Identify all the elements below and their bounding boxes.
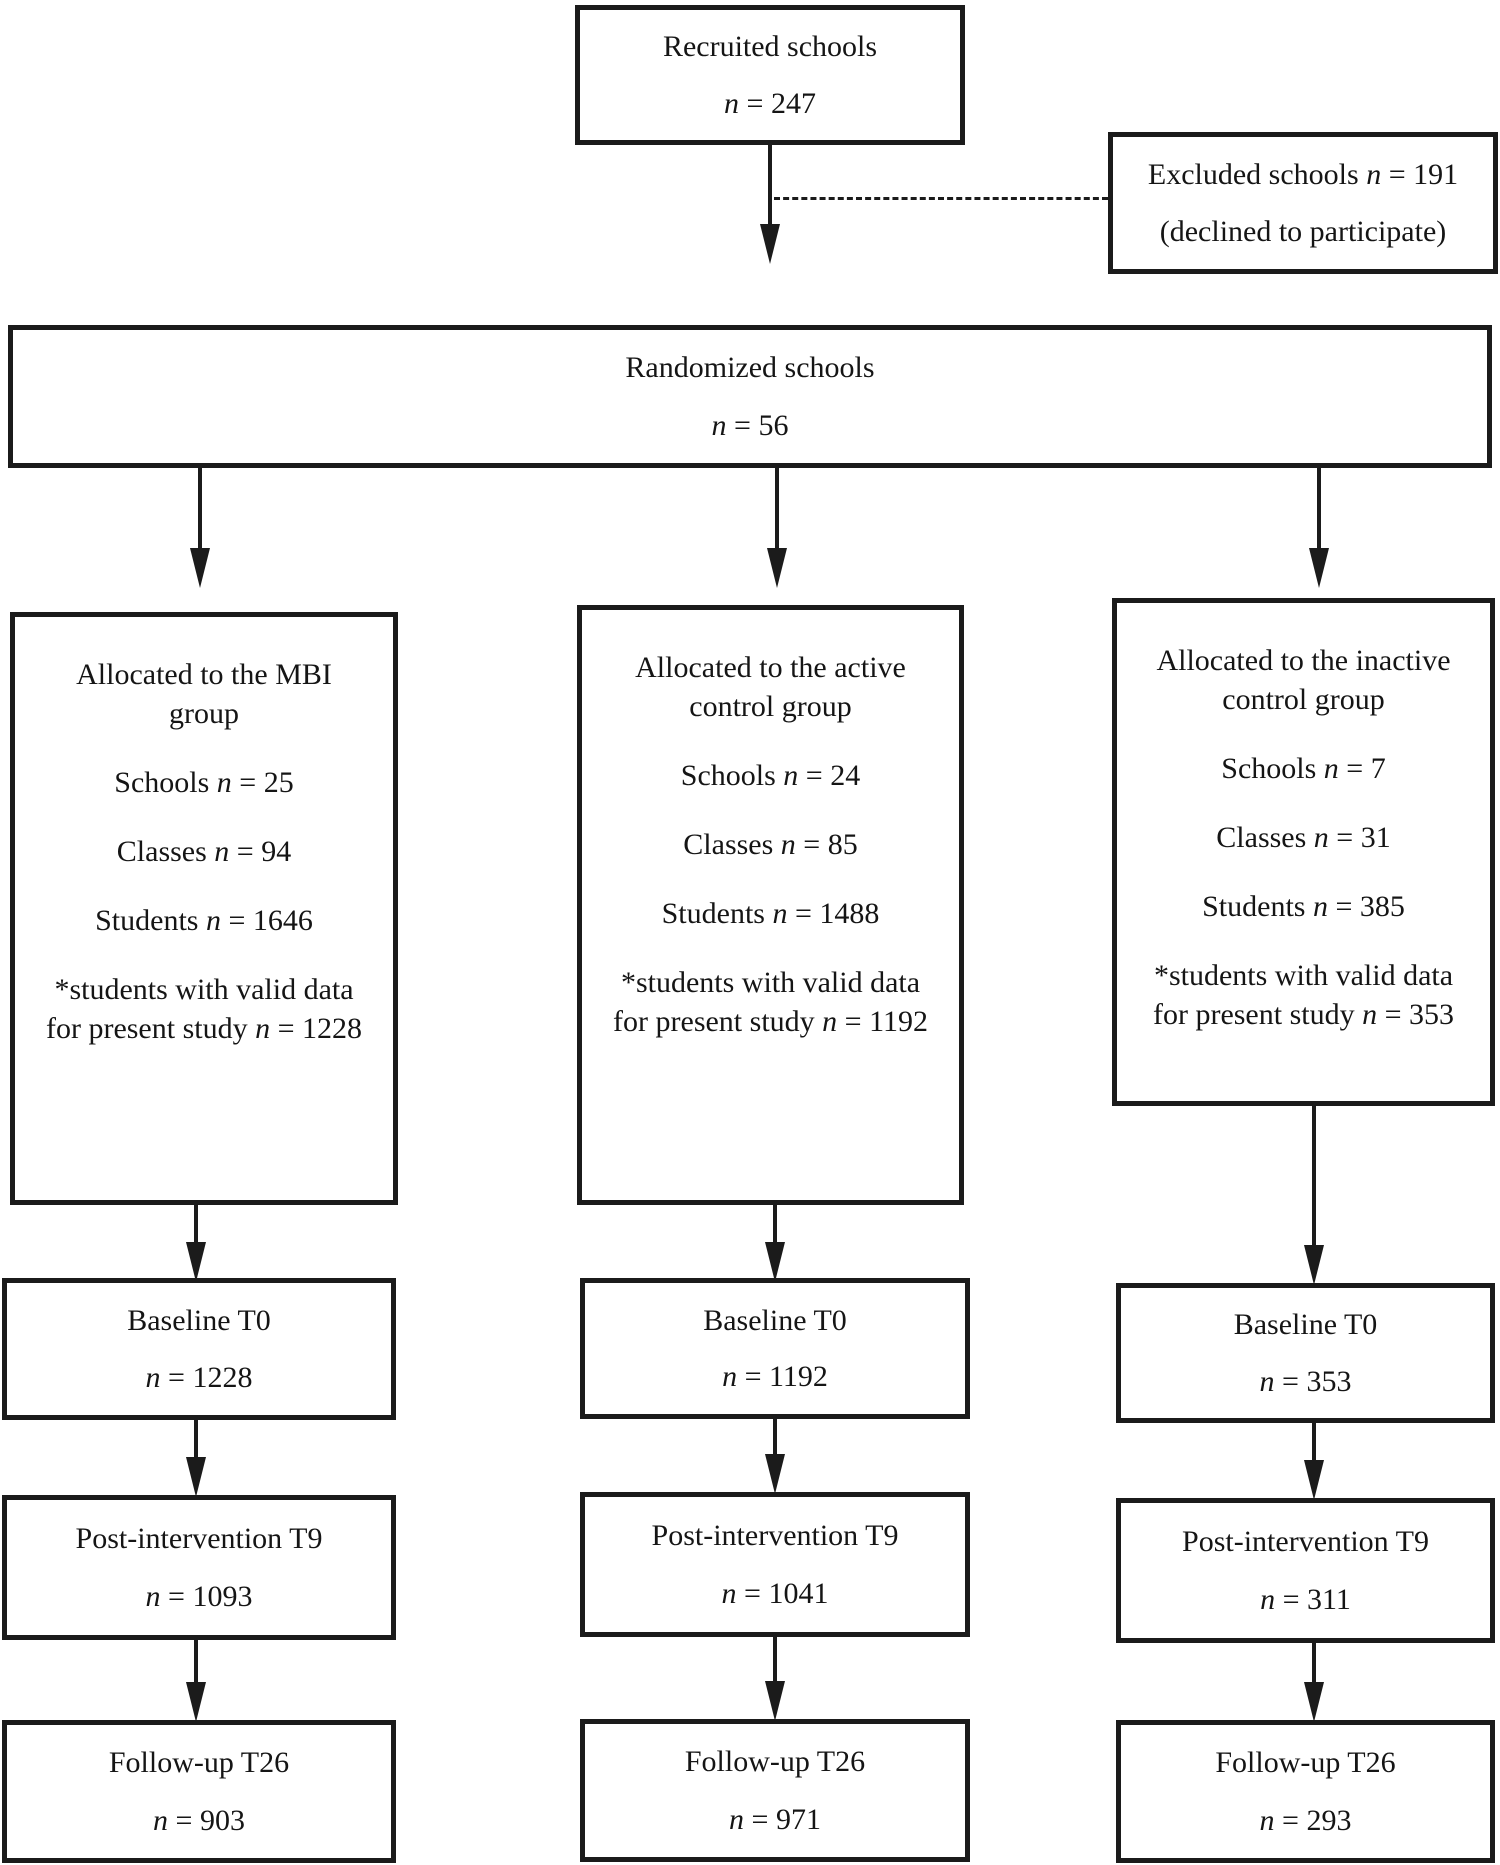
baseline-label: Baseline T0 bbox=[703, 1303, 847, 1337]
post-box-inactive-control: Post-intervention T9 n = 311 bbox=[1116, 1498, 1495, 1643]
baseline-box-inactive-control: Baseline T0 n = 353 bbox=[1116, 1283, 1495, 1423]
followup-label: Follow-up T26 bbox=[684, 1745, 866, 1779]
excluded-label: Excluded schools n = 191 bbox=[1147, 158, 1459, 191]
followup-label: Follow-up T26 bbox=[1215, 1746, 1396, 1780]
arrow-recruited-line bbox=[768, 145, 772, 225]
arrow-alloc-baseline-right-line bbox=[1312, 1106, 1316, 1246]
allocation-classes: Classes n = 31 bbox=[1216, 821, 1391, 854]
allocation-title: Allocated to the inactive control group bbox=[1156, 644, 1451, 716]
allocation-box-inactive-control: Allocated to the inactive control group … bbox=[1112, 598, 1495, 1106]
allocation-schools: Schools n = 25 bbox=[114, 766, 294, 799]
arrow-baseline-post-left-line bbox=[194, 1420, 198, 1460]
branch-arrow-right-head-icon bbox=[1309, 548, 1329, 588]
post-label: Post-intervention T9 bbox=[75, 1522, 323, 1555]
arrow-recruited-head-icon bbox=[760, 224, 780, 264]
baseline-box-mbi: Baseline T0 n = 1228 bbox=[2, 1278, 396, 1420]
arrow-post-followup-middle-head-icon bbox=[765, 1681, 785, 1721]
arrow-post-followup-left-line bbox=[194, 1640, 198, 1684]
followup-box-mbi: Follow-up T26 n = 903 bbox=[2, 1720, 396, 1863]
arrow-post-followup-right-head-icon bbox=[1304, 1682, 1324, 1722]
followup-box-inactive-control: Follow-up T26 n = 293 bbox=[1116, 1720, 1495, 1863]
arrow-baseline-post-middle-line bbox=[773, 1419, 777, 1457]
allocation-valid: *students with valid data for present st… bbox=[45, 973, 363, 1045]
followup-count: n = 903 bbox=[153, 1803, 245, 1837]
branch-arrow-middle-head-icon bbox=[767, 548, 787, 588]
allocation-title: Allocated to the MBI group bbox=[76, 658, 332, 730]
arrow-post-followup-left-head-icon bbox=[186, 1682, 206, 1722]
allocation-classes: Classes n = 94 bbox=[116, 835, 292, 868]
post-count: n = 1041 bbox=[721, 1577, 829, 1610]
arrow-alloc-baseline-right-head-icon bbox=[1304, 1245, 1324, 1285]
post-count: n = 311 bbox=[1260, 1583, 1351, 1616]
baseline-count: n = 353 bbox=[1259, 1364, 1352, 1398]
followup-count: n = 293 bbox=[1259, 1803, 1352, 1837]
arrow-baseline-post-right-line bbox=[1312, 1423, 1316, 1463]
post-box-active-control: Post-intervention T9 n = 1041 bbox=[580, 1492, 970, 1637]
arrow-alloc-baseline-left-head-icon bbox=[186, 1242, 206, 1282]
excluded-reason: (declined to participate) bbox=[1159, 215, 1447, 248]
baseline-label: Baseline T0 bbox=[127, 1304, 271, 1337]
baseline-label: Baseline T0 bbox=[1233, 1308, 1378, 1342]
post-count: n = 1093 bbox=[145, 1580, 253, 1613]
excluded-box: Excluded schools n = 191 (declined to pa… bbox=[1108, 132, 1498, 274]
allocation-box-active-control: Allocated to the active control group Sc… bbox=[577, 605, 964, 1205]
allocation-schools: Schools n = 24 bbox=[680, 759, 861, 792]
allocation-title: Allocated to the active control group bbox=[635, 651, 906, 723]
randomized-label: Randomized schools bbox=[625, 351, 875, 385]
followup-box-active-control: Follow-up T26 n = 971 bbox=[580, 1719, 970, 1862]
allocation-classes: Classes n = 85 bbox=[683, 828, 858, 861]
followup-count: n = 971 bbox=[729, 1802, 821, 1836]
allocation-students: Students n = 1488 bbox=[661, 897, 880, 930]
followup-label: Follow-up T26 bbox=[108, 1746, 290, 1780]
dashed-connector bbox=[774, 197, 1108, 200]
arrow-baseline-post-middle-head-icon bbox=[765, 1454, 785, 1494]
post-label: Post-intervention T9 bbox=[651, 1519, 899, 1552]
randomized-count: n = 56 bbox=[711, 408, 789, 442]
randomized-box: Randomized schools n = 56 bbox=[8, 325, 1492, 468]
allocation-schools: Schools n = 7 bbox=[1221, 752, 1386, 785]
recruited-box: Recruited schools n = 247 bbox=[575, 5, 965, 145]
allocation-students: Students n = 385 bbox=[1202, 890, 1405, 923]
allocation-valid: *students with valid data for present st… bbox=[1152, 959, 1455, 1031]
allocation-valid: *students with valid data for present st… bbox=[613, 966, 928, 1038]
arrow-baseline-post-right-head-icon bbox=[1304, 1460, 1324, 1500]
arrow-baseline-post-left-head-icon bbox=[186, 1457, 206, 1497]
recruited-label: Recruited schools bbox=[662, 30, 878, 64]
branch-arrow-left-head-icon bbox=[190, 548, 210, 588]
post-box-mbi: Post-intervention T9 n = 1093 bbox=[2, 1495, 396, 1640]
branch-arrow-middle-line bbox=[775, 468, 779, 550]
branch-arrow-left-line bbox=[198, 468, 202, 550]
arrow-post-followup-middle-line bbox=[773, 1637, 777, 1683]
allocation-box-mbi: Allocated to the MBI group Schools n = 2… bbox=[10, 612, 398, 1205]
baseline-box-active-control: Baseline T0 n = 1192 bbox=[580, 1278, 970, 1419]
post-label: Post-intervention T9 bbox=[1182, 1525, 1429, 1558]
recruited-count: n = 247 bbox=[724, 86, 816, 120]
branch-arrow-right-line bbox=[1317, 468, 1321, 550]
arrow-alloc-baseline-middle-head-icon bbox=[765, 1242, 785, 1282]
arrow-post-followup-right-line bbox=[1312, 1643, 1316, 1683]
arrow-alloc-baseline-left-line bbox=[194, 1205, 198, 1247]
baseline-count: n = 1228 bbox=[145, 1361, 253, 1394]
arrow-alloc-baseline-middle-line bbox=[773, 1205, 777, 1247]
baseline-count: n = 1192 bbox=[722, 1360, 828, 1394]
allocation-students: Students n = 1646 bbox=[95, 904, 313, 937]
